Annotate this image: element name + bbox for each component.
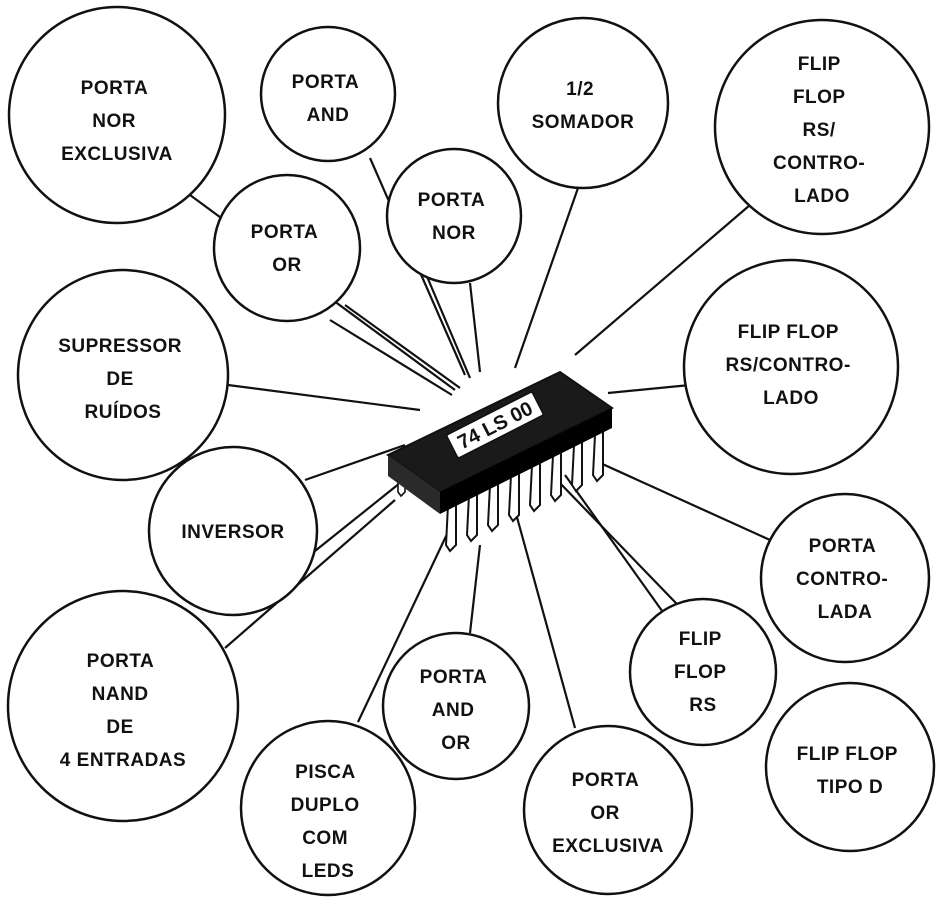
node-circle	[16, 268, 230, 482]
node-circle	[759, 492, 931, 664]
node-label: PORTA OR	[251, 222, 324, 276]
node-label: PORTA NOR	[418, 190, 491, 244]
chip-label-box	[446, 391, 544, 459]
node-circle	[522, 724, 694, 896]
node-pisca-duplo-com-leds: PISCA DUPLO COM LEDS	[239, 719, 417, 897]
chip-body-end	[388, 455, 440, 514]
node-circle	[628, 597, 778, 747]
node-inversor: INVERSOR	[147, 445, 319, 617]
node-porta-controlada: PORTA CONTRO- LADA	[759, 492, 931, 664]
node-label: FLIP FLOP RS/CONTRO- LADO	[725, 322, 856, 409]
node-flip-flop-rs-controlado-top: FLIP FLOP RS/ CONTRO- LADO	[713, 18, 931, 236]
chip-pin	[591, 429, 604, 483]
node-flip-flop-tipo-d: FLIP FLOP TIPO D	[764, 681, 936, 853]
node-circle	[212, 173, 362, 323]
node-label: INVERSOR	[181, 522, 284, 543]
connector-line	[224, 499, 396, 649]
node-circle	[239, 719, 417, 897]
node-porta-and-or: PORTA AND OR	[381, 631, 531, 781]
node-flip-flop-rs: FLIP FLOP RS	[628, 597, 778, 747]
node-label: FLIP FLOP RS/ CONTRO- LADO	[773, 54, 871, 207]
chip-body-side	[440, 408, 612, 514]
node-label: PORTA CONTRO- LADA	[796, 536, 894, 623]
connector-line	[304, 443, 406, 482]
connector-line	[329, 319, 453, 396]
node-circle	[381, 631, 531, 781]
connector-line	[513, 187, 580, 369]
connector-line	[309, 474, 411, 556]
node-label: PORTA AND	[292, 72, 365, 126]
node-circle	[713, 18, 931, 236]
node-flip-flop-rs-controlado: FLIP FLOP RS/CONTRO- LADO	[682, 258, 900, 476]
node-label: 1/2 SOMADOR	[532, 79, 635, 133]
connector-line	[468, 282, 482, 373]
connector-line	[513, 509, 577, 729]
node-porta-nor-exclusiva: PORTA NOR EXCLUSIVA	[7, 5, 227, 225]
ic-chip-74ls00: 74 LS 00	[386, 370, 614, 553]
node-porta-and: PORTA AND	[259, 25, 397, 163]
node-porta-nand-4-entradas: PORTA NAND DE 4 ENTRADAS	[6, 589, 240, 823]
connector-line	[468, 544, 482, 634]
node-circle	[682, 258, 900, 476]
chip-pin	[549, 449, 562, 503]
node-circle	[147, 445, 319, 617]
node-label: FLIP FLOP RS	[674, 629, 732, 716]
connector-line	[574, 204, 751, 356]
node-circle	[259, 25, 397, 163]
connector-line	[597, 460, 771, 542]
node-circle	[764, 681, 936, 853]
connector-line	[564, 474, 666, 616]
node-label: PORTA NOR EXCLUSIVA	[61, 78, 173, 165]
node-label: SUPRESSOR DE RUÍDOS	[58, 336, 188, 423]
node-circle	[496, 16, 670, 190]
chip-pin	[528, 459, 541, 513]
connector-line	[227, 383, 421, 412]
node-label: PORTA OR EXCLUSIVA	[552, 770, 664, 857]
node-circle	[7, 5, 227, 225]
node-porta-nor: PORTA NOR	[385, 147, 523, 285]
node-label: FLIP FLOP TIPO D	[797, 744, 904, 798]
node-circle	[385, 147, 523, 285]
node-circle	[6, 589, 240, 823]
node-porta-or: PORTA OR	[212, 173, 362, 323]
node-supressor-de-ruidos: SUPRESSOR DE RUÍDOS	[16, 268, 230, 482]
node-label: PORTA NAND DE 4 ENTRADAS	[60, 651, 186, 771]
connector-line	[344, 304, 461, 389]
chip-pin	[570, 439, 583, 493]
node-porta-or-exclusiva: PORTA OR EXCLUSIVA	[522, 724, 694, 896]
connector-line	[607, 383, 691, 395]
node-label: PORTA AND OR	[420, 667, 493, 754]
connector-line	[418, 259, 472, 379]
node-label: PISCA DUPLO COM LEDS	[291, 762, 366, 882]
connector-line	[357, 531, 449, 723]
connector-lines	[189, 157, 771, 729]
node-meio-somador: 1/2 SOMADOR	[496, 16, 670, 190]
